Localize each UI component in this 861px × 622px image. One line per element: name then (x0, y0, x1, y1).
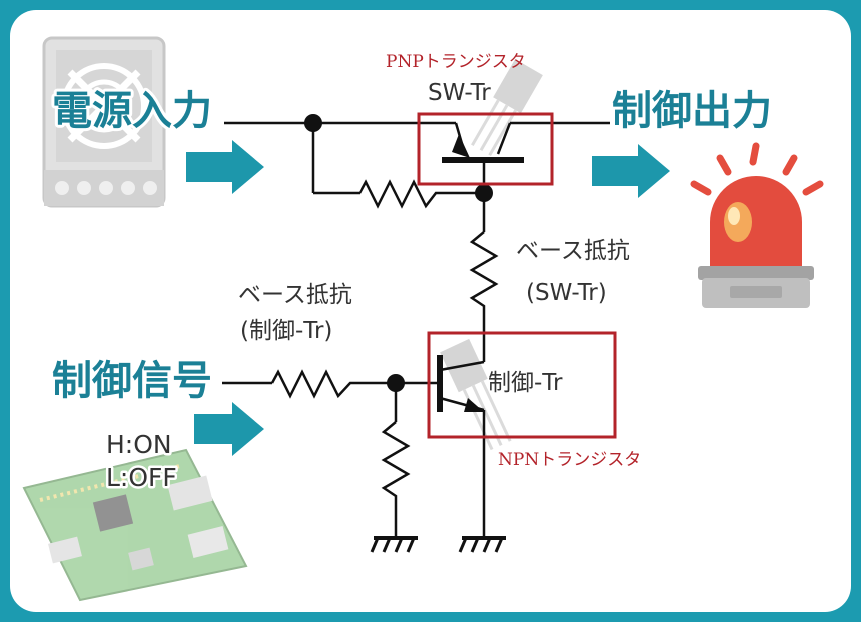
warning-lamp-icon (690, 142, 824, 308)
power-supply-icon (42, 36, 166, 208)
control-output-label: 制御出力 (612, 88, 772, 134)
resistor (358, 179, 484, 209)
power-input-label: 電源入力 (52, 88, 212, 134)
sw-tr-highlight-box (417, 112, 554, 186)
pnp-transistor-note: PNPトランジスタ (386, 52, 526, 72)
signal-low-label: L:OFF (106, 463, 177, 492)
npn-transistor-note: NPNトランジスタ (498, 450, 641, 470)
circuit-diagram: 電源入力 制御出力 制御信号 H:ON L:OFF PNPトランジスタ SW-T… (22, 36, 824, 602)
pnp-transistor-symbol (442, 122, 524, 163)
sw-tr-label: SW-Tr (428, 80, 491, 106)
signal-high-label: H:ON (106, 430, 172, 459)
resistor (469, 231, 499, 328)
resistor (270, 369, 440, 399)
junction-dots (304, 114, 493, 392)
sw-base-resistor-sublabel: (SW-Tr) (526, 280, 607, 306)
sw-base-resistor-label: ベース抵抗 (516, 238, 630, 264)
ctrl-tr-label: 制御-Tr (488, 370, 563, 396)
transistor-icon (471, 59, 543, 156)
ctrl-base-resistor-sublabel: (制御-Tr) (240, 318, 332, 344)
arrow-right-icon (592, 144, 670, 198)
ground-icon (458, 536, 506, 553)
circuit-board-icon (22, 448, 248, 602)
ground-icon (370, 536, 418, 553)
ctrl-base-resistor-label: ベース抵抗 (238, 282, 352, 308)
resistor (381, 421, 411, 538)
control-signal-label: 制御信号 (52, 358, 212, 404)
arrow-right-icon (194, 402, 264, 456)
arrow-right-icon (186, 140, 264, 194)
npn-transistor-symbol (437, 355, 485, 412)
ctrl-tr-highlight-box (427, 331, 617, 439)
diagram-frame: 電源入力 制御出力 制御信号 H:ON L:OFF PNPトランジスタ SW-T… (10, 10, 851, 612)
